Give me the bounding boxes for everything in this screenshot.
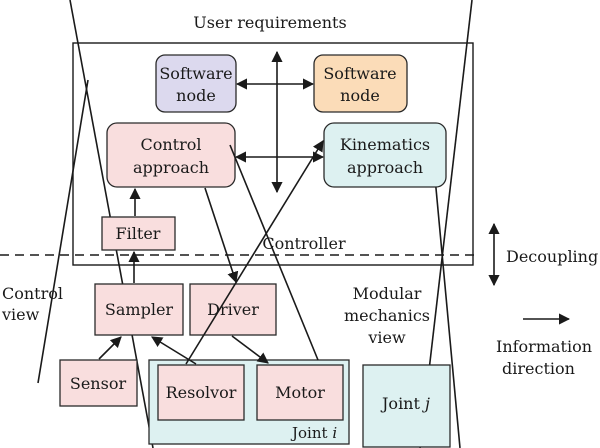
control-view-line1: Control (2, 284, 63, 303)
sampler-box (94, 283, 184, 336)
control-approach-box (106, 122, 236, 188)
kinematics-approach-line1: Kinematics (340, 135, 430, 154)
sensor-to-sampler-arrow (98, 336, 122, 360)
resolvor-to-kinematics-arrow (185, 140, 324, 365)
control-view-line2: view (1, 305, 40, 324)
kinematics-approach-box (323, 122, 447, 188)
control-to-joint-line (229, 144, 319, 361)
controller-label: Controller (262, 234, 346, 253)
mechanics-view-line (431, 144, 461, 448)
resolvor-label: Resolvor (166, 383, 237, 402)
filter-label: Filter (116, 224, 161, 243)
control-to-driver-arrow (204, 187, 239, 284)
control-approach-line1: Control (140, 135, 201, 154)
resolvor-box (157, 364, 245, 421)
control-view-line (37, 79, 89, 384)
control-approach-line2: approach (133, 158, 209, 177)
information-direction-line1: Information (496, 337, 592, 356)
joint-j-label: Joint j (380, 394, 430, 413)
joint-j-box (362, 364, 451, 448)
driver-to-motor-arrow (231, 335, 269, 364)
software-node-right-line2: node (340, 86, 380, 105)
mechanics-view-line3: view (367, 328, 406, 347)
joint-i-label: Joint i (290, 424, 337, 442)
sampler-label: Sampler (105, 300, 174, 319)
mechanics-view-line2: mechanics (344, 306, 430, 325)
sensor-label: Sensor (70, 374, 127, 393)
kinematics-approach-line2: approach (347, 158, 423, 177)
software-node-left-line2: node (176, 86, 216, 105)
driver-box (189, 283, 277, 336)
driver-label: Driver (207, 300, 259, 319)
mechanics-view-line1: Modular (353, 284, 422, 303)
information-direction-line2: direction (502, 359, 575, 378)
filter-box (101, 216, 176, 251)
controller-container (72, 42, 474, 266)
motor-label: Motor (275, 383, 325, 402)
software-node-right-line1: Software (323, 64, 396, 83)
decoupling-label: Decoupling (506, 247, 598, 266)
motor-box (256, 364, 344, 421)
user-requirements-label: User requirements (193, 13, 346, 32)
software-node-left-line1: Software (159, 64, 232, 83)
sensor-box (59, 359, 138, 407)
